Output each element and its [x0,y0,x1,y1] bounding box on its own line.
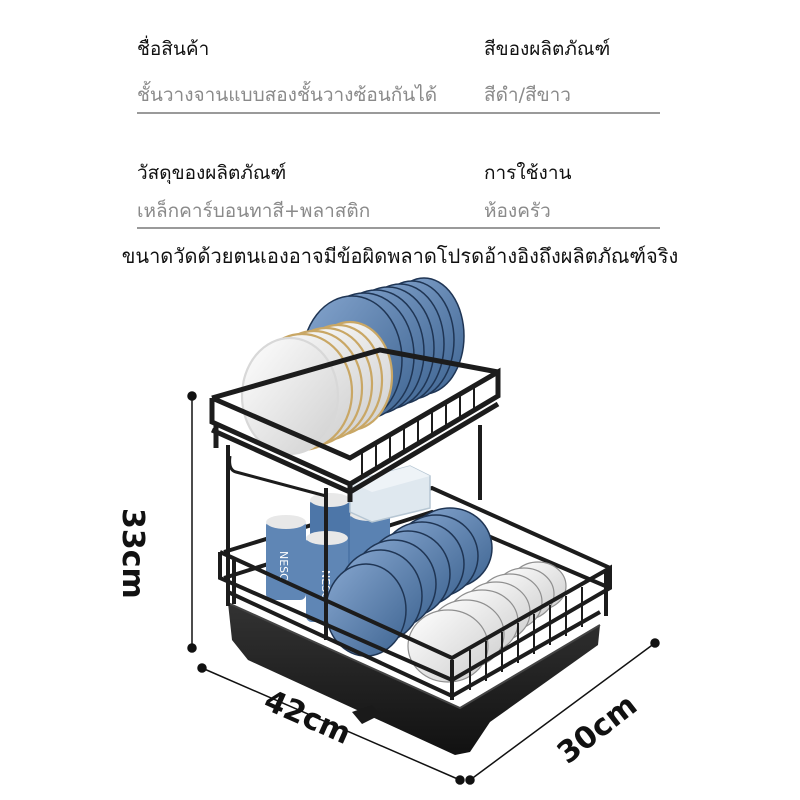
disclaimer-text: ขนาดวัดด้วยตนเองอาจมีข้อผิดพลาดโปรดอ้างอ… [121,244,679,268]
width-dimension-line [197,663,465,785]
lower-basket-wires [469,587,583,690]
upper-basket-frame [209,347,501,502]
spec-label-usage: การใช้งาน [484,162,572,184]
spec-label-color: สีของผลิตภัณฑ์ [484,38,611,60]
spec-label-product-name: ชื่อสินค้า [137,38,210,60]
dish-rack-illustration: NESC NESC [187,277,660,785]
spec-label-material: วัสดุของผลิตภัณฑ์ [137,162,287,184]
divider [137,227,660,229]
mug-brand-label: NESC [277,551,290,581]
height-dimension-line [187,391,197,653]
lower-blue-plates [325,507,493,657]
upper-white-plates [240,320,394,456]
upper-basket-wires [361,386,475,476]
divider [137,112,660,114]
depth-dimension-line [465,638,660,785]
height-dimension-label: 33cm [115,508,150,599]
spec-value-material: เหล็กคาร์บอนทาสี+พลาสติก [137,200,371,222]
spec-value-product-name: ชั้นวางจานแบบสองชั้นวางซ้อนกันได้ [137,84,438,106]
spec-value-color: สีดำ/สีขาว [484,84,571,106]
support-poles [226,425,482,640]
bottom-drip-tray [227,602,601,755]
spec-value-usage: ห้องครัว [484,200,551,222]
side-hook [228,455,327,498]
